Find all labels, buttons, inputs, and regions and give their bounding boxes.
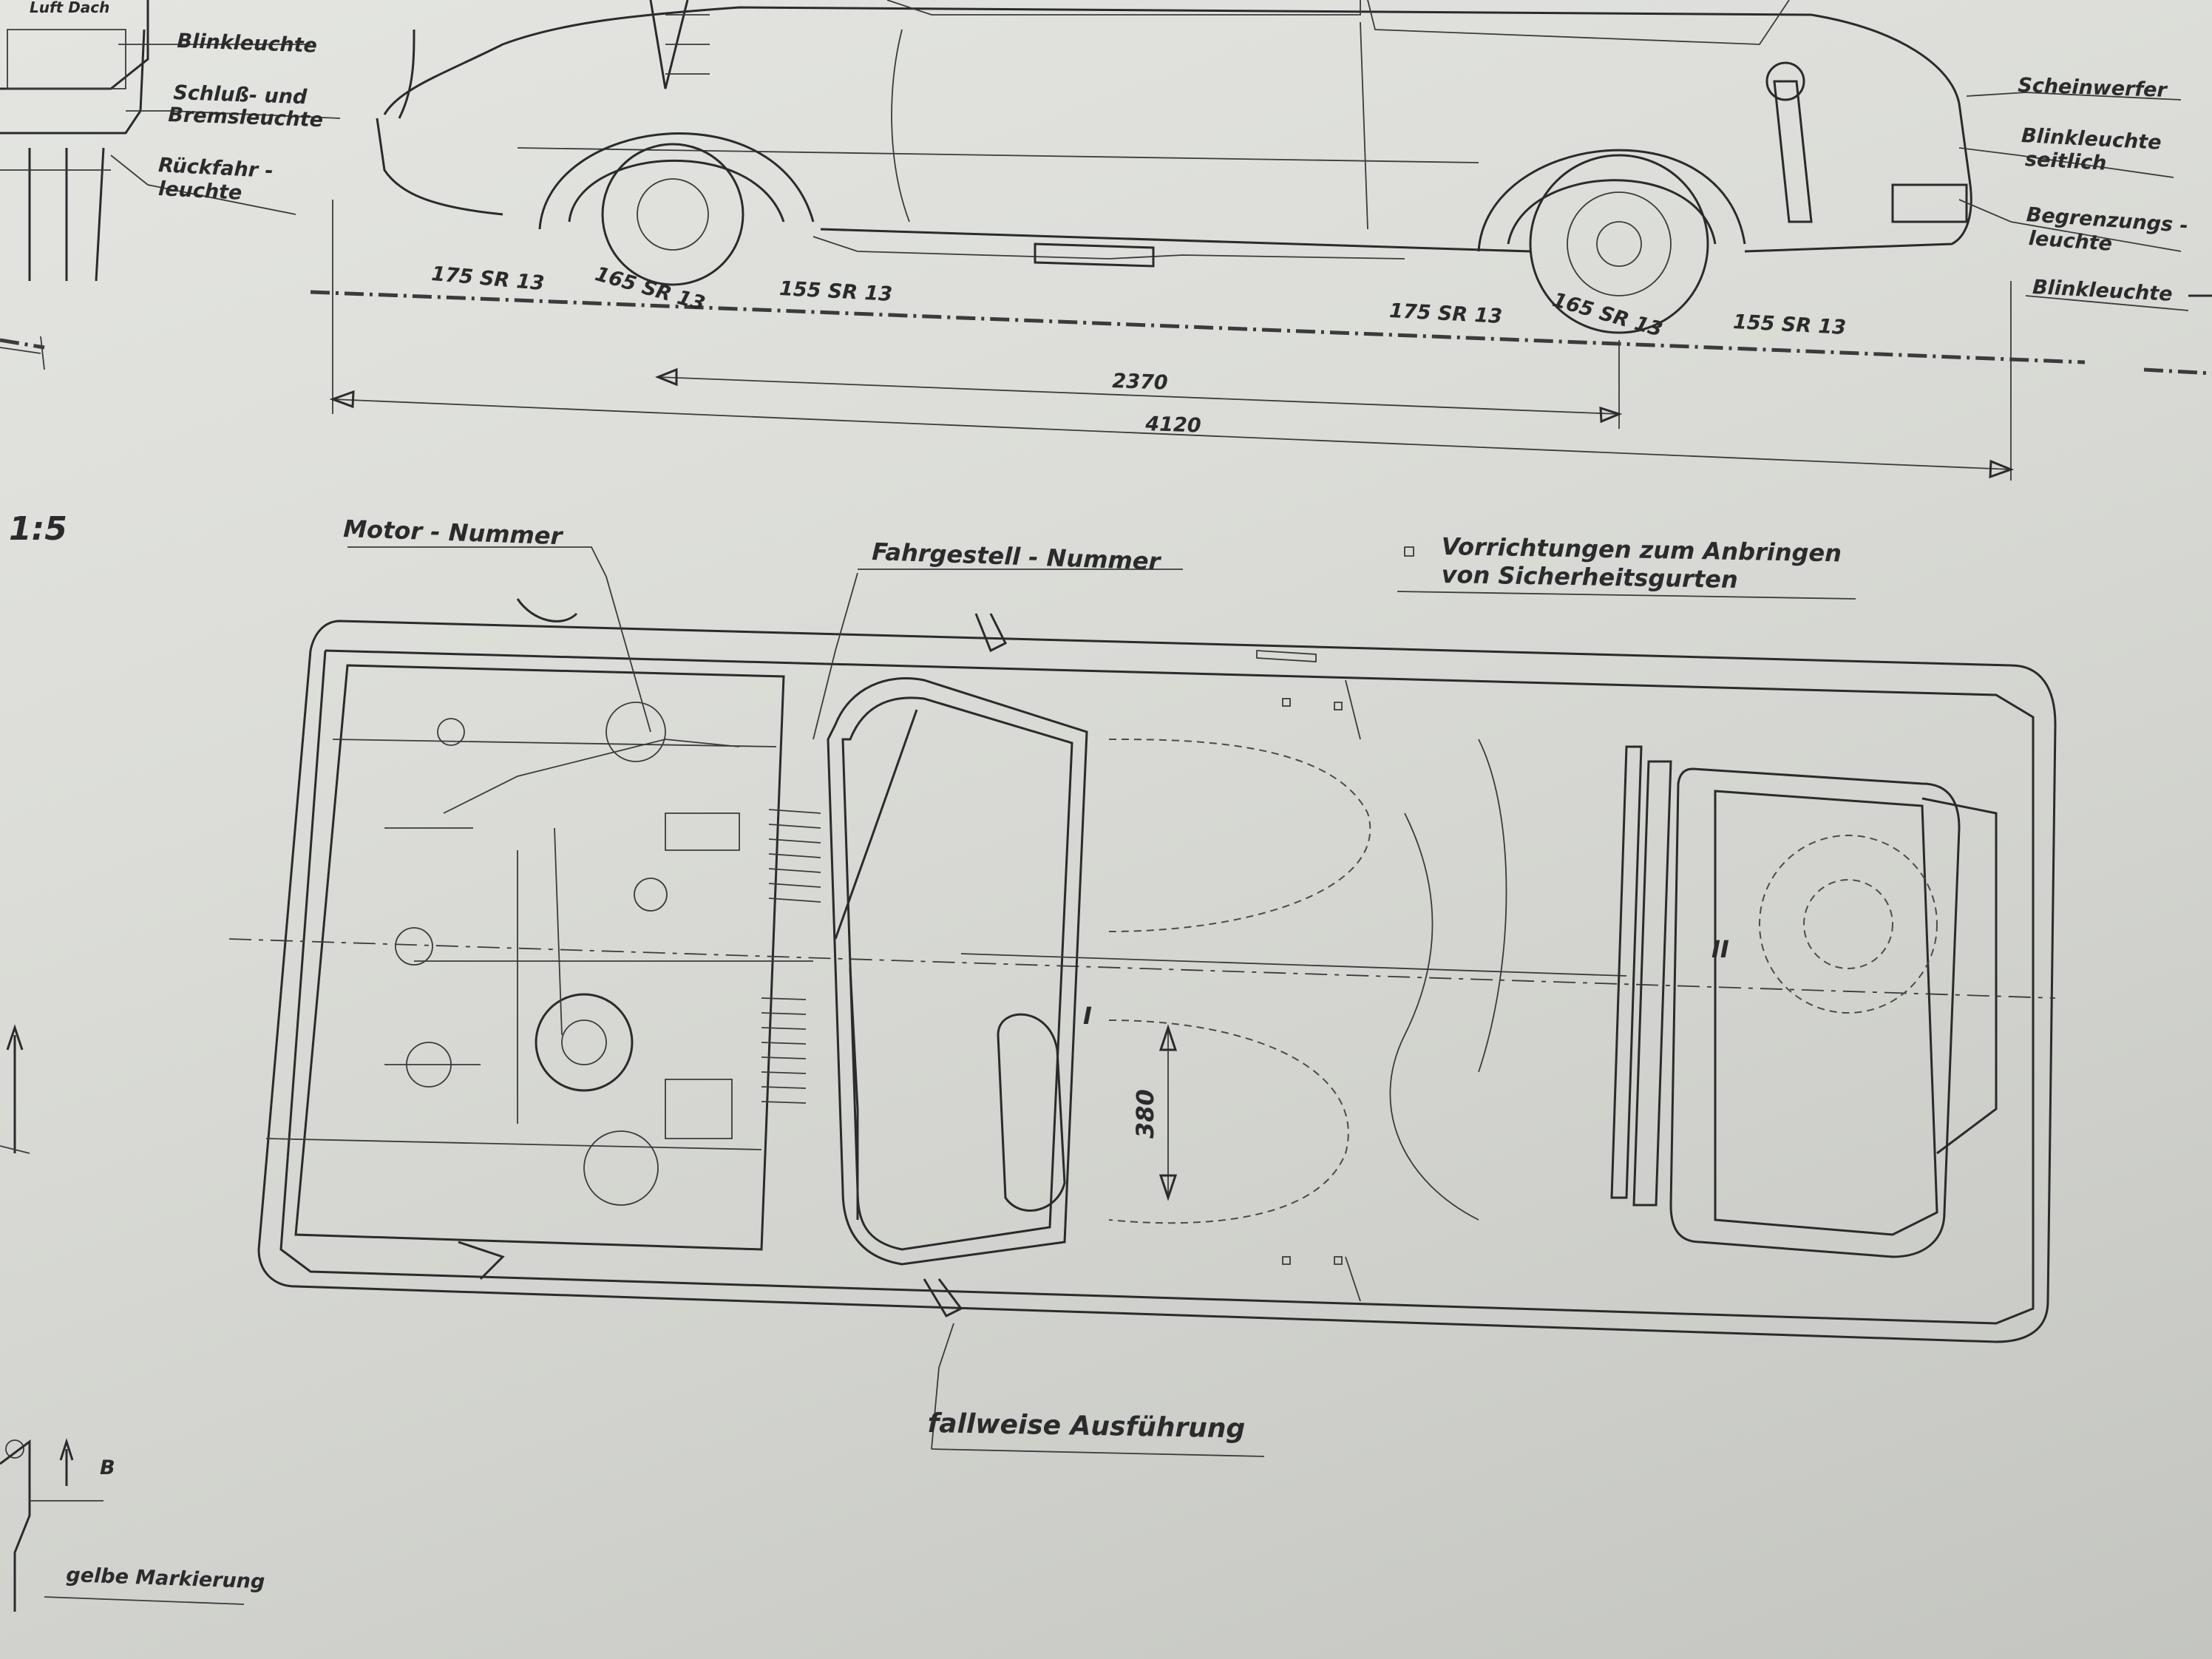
bottom-left-detail [0,1024,245,1612]
label-optional-version: fallweise Ausführung [927,1408,1246,1445]
callout-reverse-light-2: leuchte [157,177,243,205]
label-b: B [100,1456,115,1479]
dimension-wheelbase: 2370 [1111,370,1169,395]
note-luft-dach: Luft Dach [30,0,110,16]
scale-label: 1:5 [9,510,67,548]
marker-i: I [1083,1002,1092,1030]
dimension-380: 380 [1131,1089,1159,1139]
callout-side-indicator-2: seitlich [2024,148,2108,175]
side-view-car [0,0,2212,481]
dimension-overall-length: 4120 [1144,413,1202,438]
callout-rear-indicator: Blinkleuchte [176,30,318,58]
marker-ii: II [1711,935,1729,963]
top-view-car [228,546,2057,1457]
label-seatbelt-note-2: von Sicherheitsgurten [1441,560,1739,594]
